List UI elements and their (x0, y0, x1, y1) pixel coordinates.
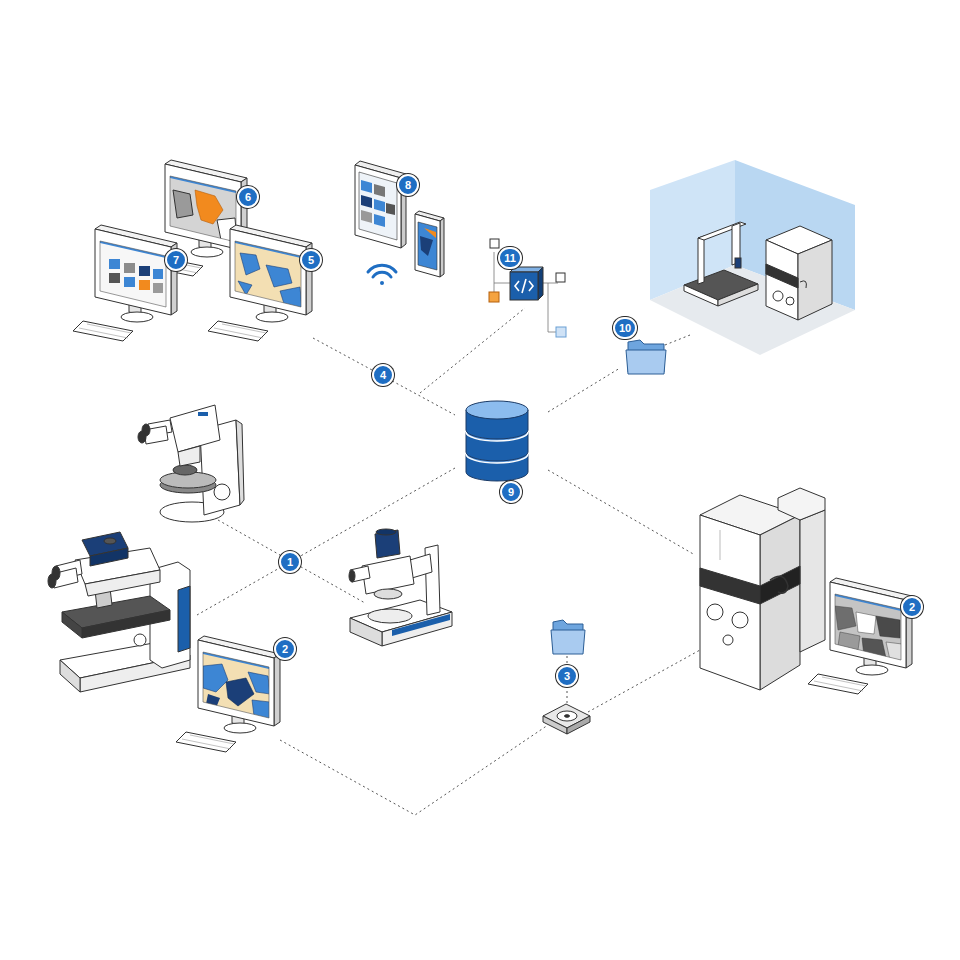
callout-number: 9 (500, 481, 522, 503)
monitor (176, 636, 280, 752)
callout-number: 4 (372, 364, 394, 386)
callout-number: 2 (901, 596, 923, 618)
callout-number: 2 (274, 638, 296, 660)
network-lines (197, 308, 700, 815)
light-microscope (48, 532, 190, 692)
callout-number: 6 (237, 186, 259, 208)
callout-number: 3 (556, 665, 578, 687)
monitor (73, 225, 177, 341)
wifi-symbol (368, 265, 396, 285)
callout-number: 1 (279, 551, 301, 573)
upright-microscope (138, 405, 244, 522)
callout-number: 11 (498, 247, 522, 269)
database-icon (466, 401, 528, 481)
callout-number: 8 (397, 174, 419, 196)
monitor (208, 225, 312, 341)
callout-number: 10 (613, 317, 637, 339)
callout-number: 5 (300, 249, 322, 271)
stereo-microscope (349, 529, 452, 646)
callout-number: 7 (165, 249, 187, 271)
disk-drive (543, 704, 590, 734)
api-icon (489, 239, 566, 337)
folder-icon (626, 340, 666, 374)
folder-icon (551, 620, 585, 654)
tablet-and-phone (355, 161, 444, 277)
electron-microscope (700, 488, 825, 690)
monitor (808, 578, 912, 694)
lab-room (650, 160, 855, 355)
